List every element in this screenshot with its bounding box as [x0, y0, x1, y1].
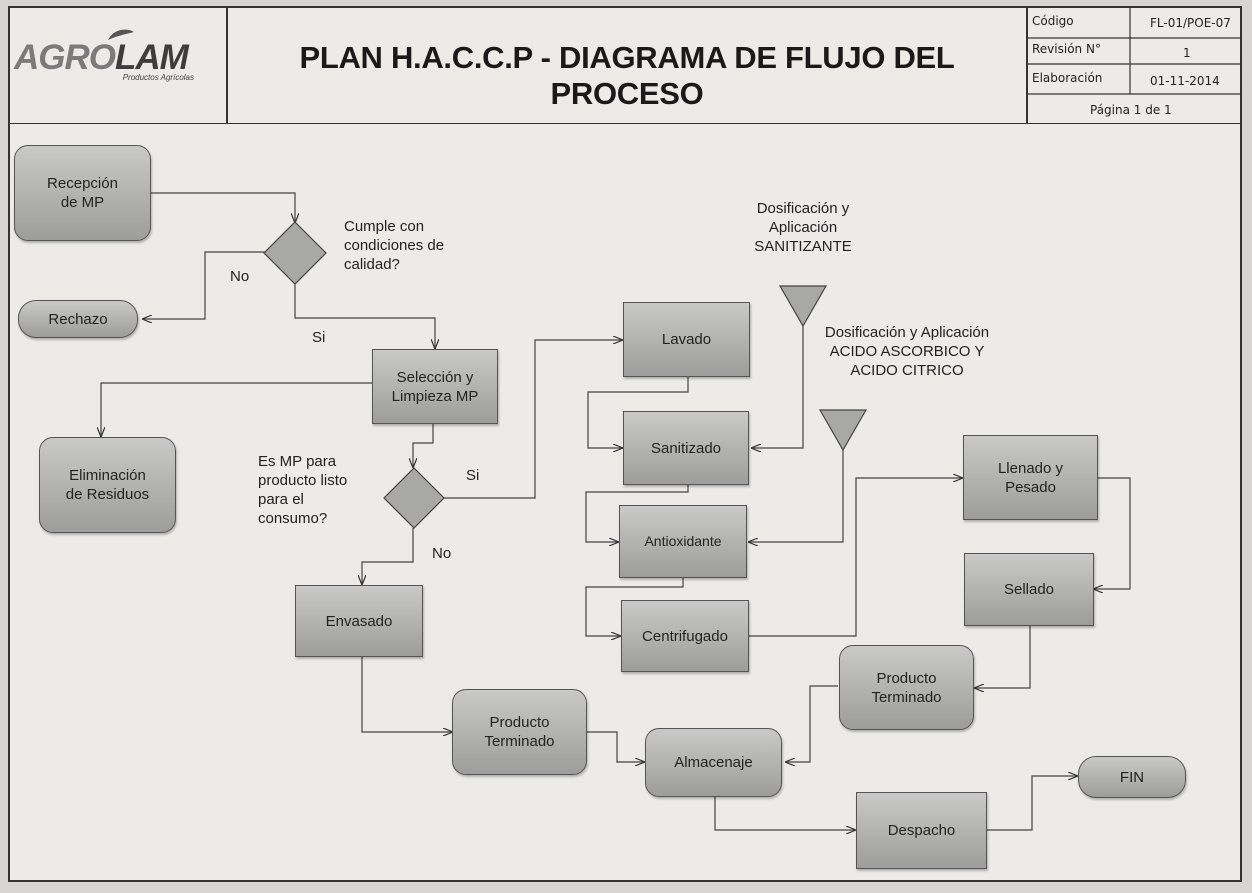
leaf-icon	[108, 29, 134, 40]
edge-sanitizante-sanitizado	[752, 326, 804, 448]
decision-calidad-text: Cumple con condiciones de calidad?	[344, 218, 445, 273]
edge-seleccion-eliminacion	[101, 382, 372, 436]
node-antioxidante: Antioxidante	[619, 505, 747, 578]
edge-despacho-fin	[987, 776, 1077, 831]
node-eliminacion: Eliminación de Residuos	[39, 437, 176, 533]
elaboracion-value: 01-11-2014	[1150, 74, 1220, 88]
codigo-label: Código	[1032, 14, 1074, 28]
page-number: Página 1 de 1	[1090, 103, 1172, 117]
logo-tagline: Productos Agrícolas	[122, 73, 194, 82]
header-meta-cell	[1026, 6, 1242, 124]
node-almacenaje: Almacenaje	[645, 728, 782, 797]
edge-llenado-sellado	[1094, 477, 1131, 589]
edge-producto1-almacenaje	[587, 731, 644, 762]
edge-centrifugado-llenado	[749, 478, 962, 637]
edge-almacenaje-despacho	[714, 797, 855, 830]
input-acido-text: Dosificación y Aplicación ACIDO ASCORBIC…	[824, 324, 990, 379]
edge-seleccion-consumo	[413, 424, 434, 467]
input-acido-triangle	[818, 409, 868, 452]
revision-label: Revisión N°	[1032, 42, 1101, 56]
logo-brand-light: AGRO	[14, 38, 116, 77]
edge-acido-antioxidante	[749, 450, 844, 542]
header-title-cell	[226, 6, 1028, 124]
node-producto-terminado-2: Producto Terminado	[839, 645, 974, 730]
edge-calidad-seleccion	[294, 283, 435, 348]
edge-label-consumo-no: No	[432, 545, 452, 562]
elaboracion-label: Elaboración	[1032, 71, 1103, 85]
node-recepcion: Recepción de MP	[14, 145, 151, 241]
node-envasado: Envasado	[295, 585, 423, 657]
decision-calidad	[263, 221, 327, 285]
decision-consumo	[383, 467, 445, 529]
decision-consumo-text: Es MP para producto listo para el consum…	[258, 453, 348, 527]
header-logo-cell	[8, 6, 228, 124]
edge-sanitizado-antioxidante	[585, 485, 689, 542]
edge-producto2-almacenaje	[786, 685, 838, 762]
logo-brand-dark: LAM	[115, 38, 189, 77]
edge-envasado-producto1	[361, 657, 452, 732]
page-title: PLAN H.A.C.C.P - DIAGRAMA DE FLUJO DEL P…	[299, 40, 955, 111]
node-fin: FIN	[1078, 756, 1186, 798]
edge-label-calidad-si: Si	[312, 329, 326, 346]
node-rechazo: Rechazo	[18, 300, 138, 338]
revision-value: 1	[1183, 46, 1191, 60]
edge-calidad-rechazo	[143, 251, 265, 319]
node-producto-terminado-1: Producto Terminado	[452, 689, 587, 775]
node-seleccion: Selección y Limpieza MP	[372, 349, 498, 424]
node-llenado: Llenado y Pesado	[963, 435, 1098, 520]
edge-antioxidante-centrifugado	[585, 578, 684, 636]
edge-recepcion-calidad	[151, 192, 295, 222]
node-despacho: Despacho	[856, 792, 987, 869]
agrolam-logo: AGROLAM Productos Agrícolas	[10, 29, 200, 88]
node-sanitizado: Sanitizado	[623, 411, 749, 485]
codigo-value: FL-01/POE-07	[1150, 16, 1231, 30]
input-sanitizante-text: Dosificación y Aplicación SANITIZANTE	[754, 200, 852, 255]
node-centrifugado: Centrifugado	[621, 600, 749, 672]
input-sanitizante-triangle	[778, 285, 828, 328]
edge-consumo-lavado	[442, 340, 622, 499]
edge-sellado-producto2	[975, 626, 1031, 688]
edge-label-calidad-no: No	[230, 268, 250, 285]
edge-label-consumo-si: Si	[466, 467, 480, 484]
edge-consumo-envasado	[362, 528, 414, 584]
node-sellado: Sellado	[964, 553, 1094, 626]
node-lavado: Lavado	[623, 302, 750, 377]
edge-lavado-sanitizado	[587, 377, 689, 448]
